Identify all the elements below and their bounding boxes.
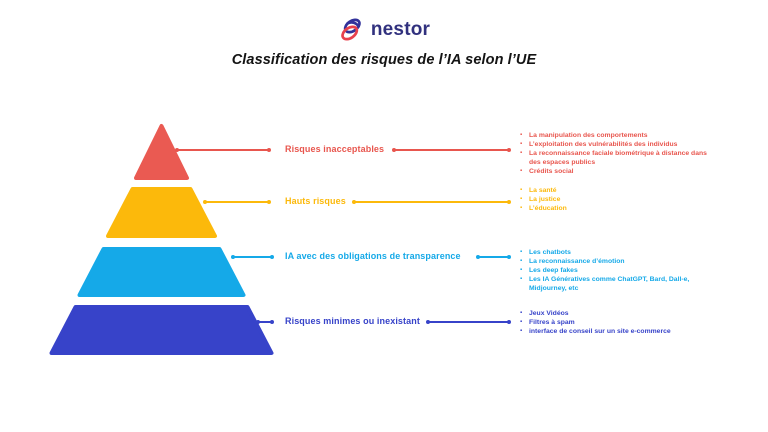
level-2-items: La santé La justice L’éducation bbox=[520, 186, 720, 213]
brand-name: nestor bbox=[370, 18, 431, 40]
list-item: Filtres à spam bbox=[520, 318, 720, 327]
pyramid-level-1-shape bbox=[134, 124, 189, 180]
pyramid-level-3-shape bbox=[77, 247, 246, 297]
list-item: L’éducation bbox=[520, 204, 720, 213]
level-4-label: Risques minimes ou inexistant bbox=[285, 316, 420, 326]
list-item: La manipulation des comportements bbox=[520, 131, 720, 140]
list-item: Les deep fakes bbox=[520, 266, 720, 275]
risk-pyramid bbox=[49, 124, 274, 355]
list-item: La santé bbox=[520, 186, 720, 195]
level-3-label: IA avec des obligations de transparence bbox=[285, 251, 461, 261]
nestor-logo-icon bbox=[341, 18, 361, 41]
list-item: interface de conseil sur un site e-comme… bbox=[520, 327, 720, 336]
level-1-left-connector bbox=[175, 148, 271, 152]
level-1-items: La manipulation des comportements L’expl… bbox=[520, 131, 720, 176]
list-item: Les chatbots bbox=[520, 248, 720, 257]
list-item: Crédits social bbox=[520, 167, 720, 176]
list-item: Jeux Vidéos bbox=[520, 309, 720, 318]
level-4-items: Jeux Vidéos Filtres à spam interface de … bbox=[520, 309, 720, 336]
level-2-right-connector bbox=[352, 200, 511, 204]
level-2-label: Hauts risques bbox=[285, 196, 346, 206]
pyramid-level-4-shape bbox=[49, 305, 274, 355]
level-4-right-connector bbox=[426, 320, 511, 324]
list-item: Les IA Génératives comme ChatGPT, Bard, … bbox=[520, 275, 720, 293]
list-item: La reconnaissance faciale biométrique à … bbox=[520, 149, 720, 167]
level-1-right-connector bbox=[392, 148, 511, 152]
level-2-left-connector bbox=[203, 200, 271, 204]
page-title: Classification des risques de l’IA selon… bbox=[231, 52, 537, 68]
level-1-label: Risques inacceptables bbox=[285, 144, 385, 154]
list-item: La reconnaissance d’émotion bbox=[520, 257, 720, 266]
list-item: L’exploitation des vulnérabilités des in… bbox=[520, 140, 720, 149]
level-4-left-connector bbox=[256, 320, 274, 324]
list-item: La justice bbox=[520, 195, 720, 204]
level-3-right-connector bbox=[476, 255, 511, 259]
level-3-items: Les chatbots La reconnaissance d’émotion… bbox=[520, 248, 720, 293]
brand-logo: nestor bbox=[0, 16, 768, 43]
level-3-left-connector bbox=[231, 255, 274, 259]
pyramid-level-2-shape bbox=[106, 187, 217, 238]
